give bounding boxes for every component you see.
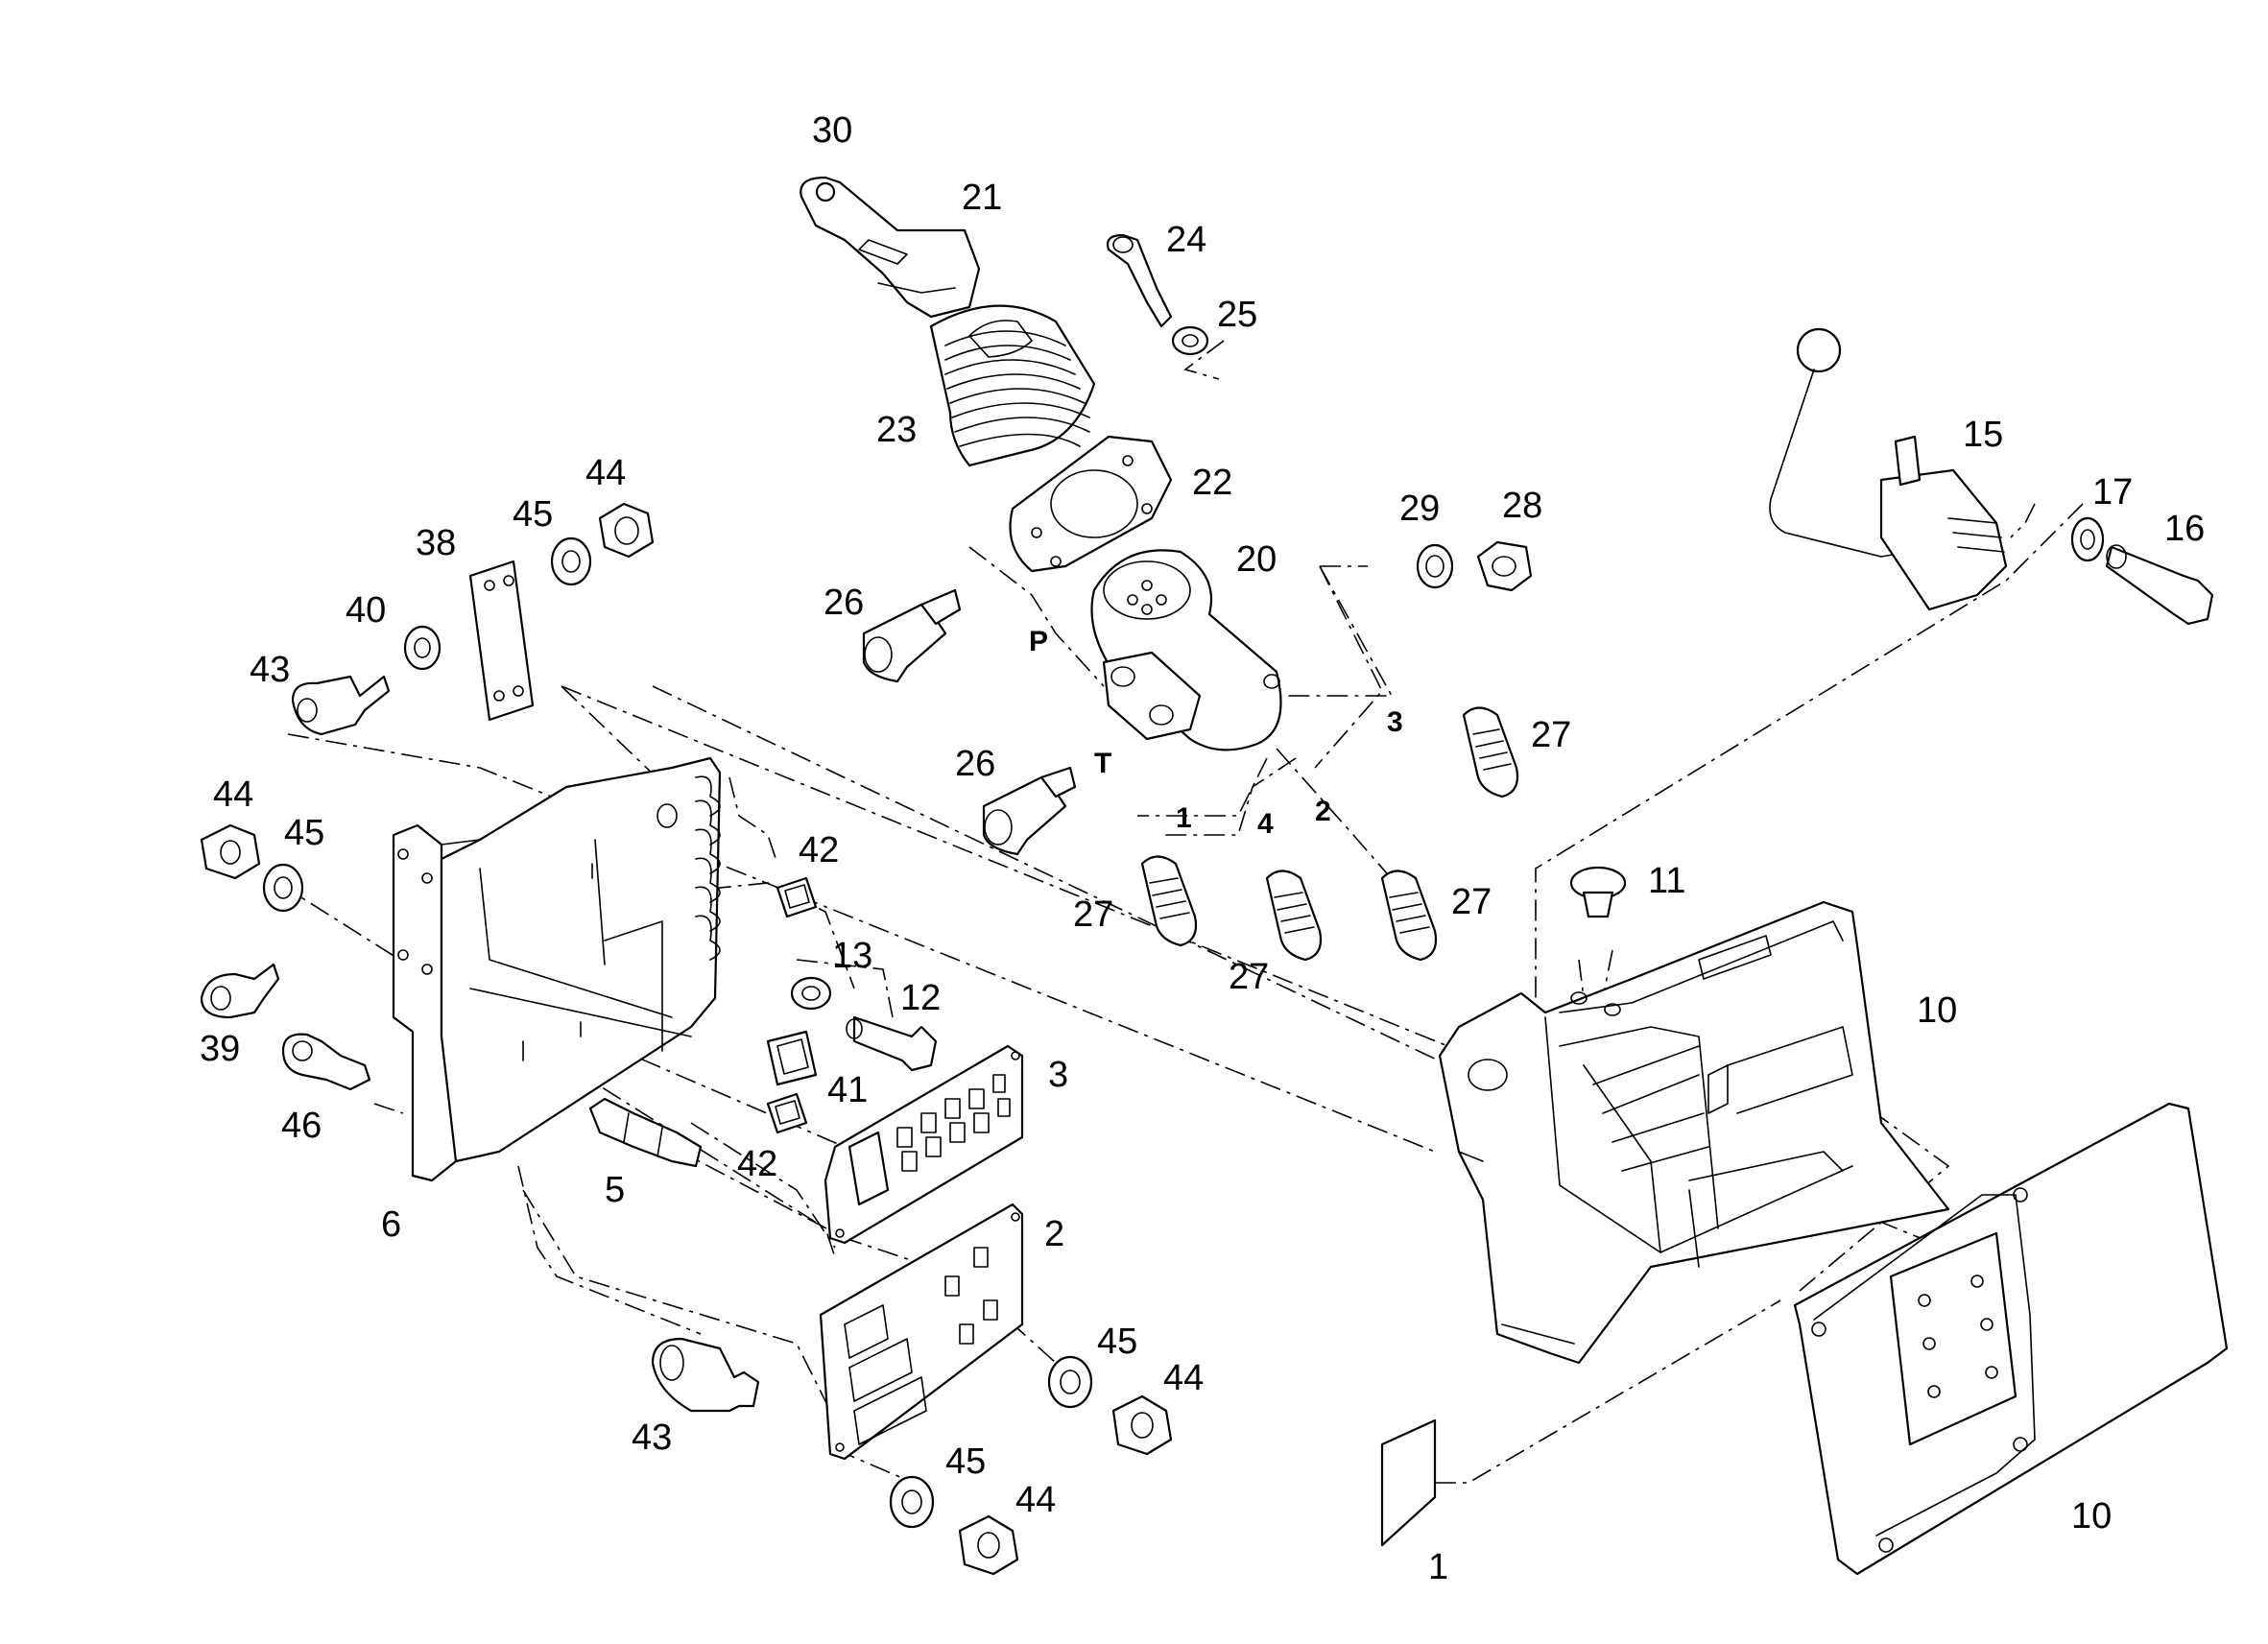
nut-44-a: [598, 502, 655, 559]
fitting-26-p: [862, 588, 962, 683]
label-28: 28: [1502, 486, 1542, 526]
washer-25: [1171, 325, 1209, 356]
label-42-b: 42: [737, 1144, 777, 1184]
cover-10: [1793, 1102, 2229, 1576]
washer-45-a: [550, 536, 592, 586]
label-22: 22: [1192, 463, 1232, 503]
bellows: [929, 304, 1096, 467]
label-45-a: 45: [513, 494, 553, 535]
port-label-4: 4: [1257, 808, 1274, 840]
circuit-board-2: [819, 1203, 1024, 1461]
label-1: 1: [1428, 1547, 1448, 1587]
label-6: 6: [381, 1204, 401, 1245]
nut-44-c: [1111, 1394, 1173, 1456]
grommet-42-b: [766, 1092, 808, 1134]
port-label-3: 3: [1387, 706, 1403, 738]
label-11: 11: [1648, 861, 1685, 901]
screw-46: [281, 1033, 371, 1091]
label-45-d: 45: [945, 1441, 986, 1482]
mounting-plate: [1009, 435, 1173, 573]
label-13: 13: [832, 936, 872, 976]
lever-switch: [1769, 327, 2008, 611]
label-46: 46: [281, 1106, 322, 1146]
label-15: 15: [1963, 415, 2003, 455]
label-26-t: 26: [955, 744, 995, 784]
washer-45-b: [262, 863, 304, 913]
label-30: 30: [812, 110, 852, 151]
label-21: 21: [962, 178, 1002, 218]
label-16: 16: [2164, 509, 2205, 549]
cartridge-27-b: [1140, 855, 1198, 947]
label-3: 3: [1048, 1055, 1068, 1095]
spacer-43-a: [291, 675, 391, 736]
port-labels: P T 1 4 2 3: [1029, 626, 1403, 840]
label-27-c: 27: [1229, 957, 1269, 997]
grommet-41: [766, 1030, 818, 1086]
label-44-a: 44: [585, 453, 626, 493]
port-label-t: T: [1094, 748, 1111, 779]
washer-45-c: [1047, 1355, 1093, 1409]
label-27-b: 27: [1073, 894, 1113, 935]
label-29: 29: [1399, 488, 1440, 529]
circuit-board-3: [824, 1044, 1024, 1245]
label-20: 20: [1236, 539, 1277, 580]
label-10-cover: 10: [2071, 1496, 2112, 1537]
part-number-labels: 30 21 24 25 23 22 29 28 20 26 26 27 27 2…: [200, 110, 2205, 1587]
nut-44-b: [200, 823, 261, 880]
washer-29: [1416, 543, 1454, 589]
label-45-c: 45: [1097, 1322, 1137, 1362]
port-label-1: 1: [1176, 802, 1192, 834]
bolt-24: [1106, 233, 1173, 328]
bolt-12: [846, 1015, 938, 1072]
label-24: 24: [1166, 220, 1206, 260]
washer-17: [2070, 516, 2105, 562]
label-44-d: 44: [1015, 1480, 1056, 1520]
label-43-b: 43: [632, 1418, 672, 1458]
port-label-2: 2: [1315, 796, 1331, 827]
label-40: 40: [346, 590, 386, 631]
label-26-p: 26: [824, 583, 864, 623]
label-44-b: 44: [213, 774, 253, 815]
plug-28: [1476, 540, 1533, 592]
label-17: 17: [2092, 472, 2133, 512]
label-27-a: 27: [1531, 715, 1571, 755]
label-5: 5: [605, 1170, 625, 1210]
label-10-housing: 10: [1917, 990, 1957, 1031]
bar-38: [468, 560, 535, 722]
spacer-43-b: [651, 1337, 760, 1413]
cartridge-27-d: [1380, 870, 1438, 962]
joystick-handle: [800, 176, 981, 319]
base-frame: [440, 756, 722, 1163]
washer-13: [790, 976, 832, 1011]
label-23: 23: [876, 410, 917, 450]
cartridge-27-c: [1265, 870, 1323, 962]
washer-40: [403, 625, 442, 671]
port-label-p: P: [1029, 626, 1048, 657]
label-44-c: 44: [1163, 1358, 1204, 1398]
label-plate-1: [1380, 1418, 1437, 1547]
label-27-d: 27: [1451, 882, 1492, 922]
standoff-5: [588, 1097, 703, 1168]
label-2: 2: [1044, 1214, 1064, 1254]
fitting-26-t: [982, 766, 1077, 856]
label-45-b: 45: [284, 813, 324, 853]
knob-11: [1569, 866, 1627, 918]
cartridge-27-a: [1462, 706, 1519, 798]
nut-44-d: [958, 1514, 1019, 1576]
label-25: 25: [1217, 295, 1257, 335]
washer-45-d: [889, 1475, 935, 1529]
screw-39: [200, 963, 280, 1019]
label-12: 12: [900, 978, 941, 1018]
label-38: 38: [416, 523, 456, 563]
bolt-16: [2105, 544, 2214, 626]
label-42-a: 42: [799, 830, 839, 870]
label-39: 39: [200, 1029, 240, 1069]
housing-10: [1438, 900, 1950, 1365]
grommet-42-a: [776, 876, 818, 918]
valve-body: [1090, 549, 1282, 751]
label-43-a: 43: [250, 650, 290, 690]
label-41: 41: [827, 1070, 868, 1110]
